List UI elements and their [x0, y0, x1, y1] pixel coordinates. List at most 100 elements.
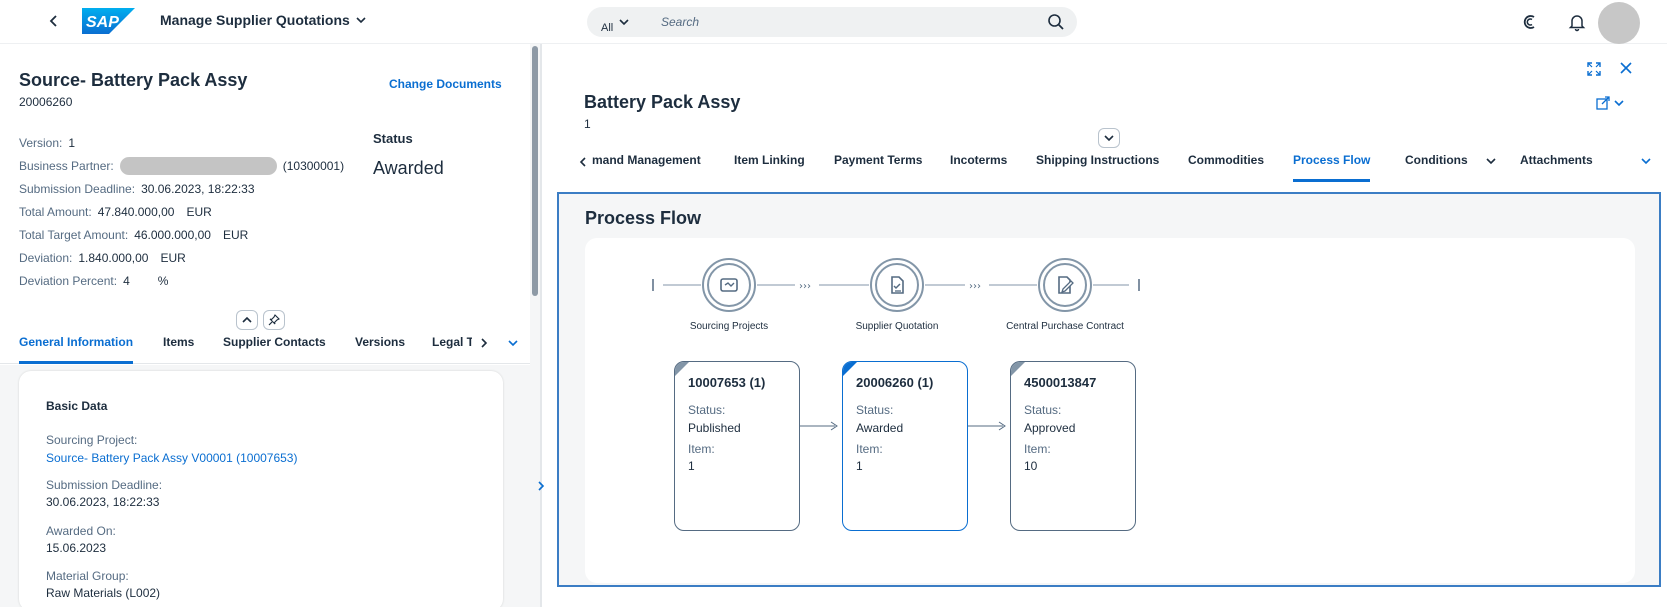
document-node-sourcing-project[interactable]: 10007653 (1) Status: Published Item: 1 — [674, 361, 800, 531]
change-documents-link[interactable]: Change Documents — [389, 77, 502, 91]
search-icon[interactable] — [1047, 13, 1065, 31]
attr-value: 46.000.000,00 — [134, 227, 211, 242]
sourcing-project-icon — [720, 278, 738, 292]
process-flow-section: Process Flow ››› ››› — [557, 192, 1661, 587]
search-scope-value: All — [601, 22, 614, 34]
chevron-down-icon[interactable] — [508, 338, 518, 348]
chevron-down-icon[interactable] — [1486, 156, 1496, 166]
document-node-purchase-contract[interactable]: 4500013847 Status: Approved Item: 10 — [1010, 361, 1136, 531]
chevron-down-icon — [1104, 135, 1114, 142]
attr-value: 1 — [68, 135, 76, 150]
bell-icon[interactable] — [1567, 12, 1587, 32]
tab-demand-management[interactable]: mand Management — [592, 153, 701, 167]
tab-payment-terms[interactable]: Payment Terms — [834, 153, 923, 167]
status-label: Status — [373, 131, 413, 146]
chevron-left-icon — [49, 15, 57, 27]
attr-label: Deviation: — [19, 250, 73, 265]
attr-label: Total Target Amount: — [19, 227, 129, 242]
attr-label: Deviation Percent: — [19, 273, 118, 288]
tab-legal[interactable]: Legal T — [432, 335, 472, 349]
document-id: 10007653 (1) — [688, 375, 766, 390]
item-label: Item: — [1024, 442, 1051, 456]
attr-label: Submission Deadline: — [19, 181, 136, 196]
joule-copilot-icon[interactable] — [1520, 12, 1540, 32]
share-menu-button[interactable] — [1596, 96, 1624, 110]
attr-submission-deadline: Submission Deadline:30.06.2023, 18:22:33 — [19, 177, 344, 200]
attr-label: Total Amount: — [19, 204, 92, 219]
app-title-menu[interactable]: Manage Supplier Quotations — [160, 12, 366, 28]
field-label: Submission Deadline: — [46, 478, 163, 492]
object-subtitle: 20006260 — [19, 95, 73, 109]
lane-sourcing-projects-node[interactable] — [702, 258, 756, 312]
tab-item-linking[interactable]: Item Linking — [734, 153, 805, 167]
search-input[interactable] — [661, 12, 1021, 32]
document-id: 20006260 (1) — [856, 375, 934, 390]
expand-header-button[interactable] — [1098, 128, 1120, 148]
tab-versions[interactable]: Versions — [355, 335, 406, 349]
lane-label: Supplier Quotation — [855, 321, 939, 332]
contract-edit-icon — [1058, 276, 1074, 294]
chevron-right-icon[interactable] — [479, 338, 489, 348]
chevron-left-icon[interactable] — [578, 157, 588, 167]
status-value: Approved — [1024, 421, 1076, 435]
basic-data-card: Basic Data Sourcing Project: Source- Bat… — [19, 371, 503, 607]
tab-shipping-instructions[interactable]: Shipping Instructions — [1036, 153, 1160, 167]
close-icon[interactable] — [1620, 62, 1632, 74]
pin-header-button[interactable] — [263, 310, 285, 330]
shell-bar: SAP Manage Supplier Quotations All — [0, 0, 1667, 44]
item-value: 1 — [688, 459, 695, 473]
attr-value: (10300001) — [282, 158, 345, 173]
node-corner — [675, 362, 689, 376]
attr-unit: % — [157, 273, 169, 288]
tab-incoterms[interactable]: Incoterms — [950, 153, 1008, 167]
attr-currency: EUR — [222, 227, 249, 242]
node-corner — [843, 362, 857, 376]
sap-logo[interactable]: SAP — [82, 8, 135, 34]
tab-commodities[interactable]: Commodities — [1188, 153, 1265, 167]
tab-supplier-contacts[interactable]: Supplier Contacts — [223, 335, 326, 349]
chevron-right-icon — [538, 481, 545, 491]
object-title: Source- Battery Pack Assy — [19, 70, 248, 90]
lane-central-purchase-contract-node[interactable] — [1038, 258, 1092, 312]
scrollbar-thumb[interactable] — [532, 46, 538, 296]
chevron-down-icon[interactable] — [1641, 156, 1651, 166]
header-attributes: Version:1 Business Partner:(10300001) Su… — [19, 131, 344, 292]
process-flow-card: ››› ››› Sourcing Projects Supplier — [585, 238, 1635, 583]
item-label: Item: — [856, 442, 883, 456]
object-title: Battery Pack Assy — [584, 92, 741, 112]
left-scrollbar[interactable] — [530, 44, 540, 607]
attr-value: 47.840.000,00 — [97, 204, 175, 219]
back-button[interactable] — [44, 11, 64, 31]
status-value: Published — [688, 421, 741, 435]
tab-attachments[interactable]: Attachments — [1520, 153, 1593, 167]
avatar[interactable] — [1598, 2, 1640, 44]
tab-general-information[interactable]: General Information — [19, 331, 134, 364]
tab-process-flow[interactable]: Process Flow — [1293, 149, 1371, 182]
lane-label: Central Purchase Contract — [1006, 321, 1124, 332]
share-icon — [1596, 96, 1610, 110]
attr-currency: EUR — [186, 204, 212, 219]
tab-conditions[interactable]: Conditions — [1405, 153, 1468, 167]
tab-items[interactable]: Items — [163, 335, 195, 349]
attr-deviation-percent: Deviation Percent:4% — [19, 269, 344, 292]
collapse-header-button[interactable] — [236, 310, 258, 330]
expand-column-handle[interactable] — [534, 480, 548, 496]
object-page-left: Source- Battery Pack Assy 20006260 Chang… — [0, 44, 540, 607]
sourcing-project-link[interactable]: Source- Battery Pack Assy V00001 (100076… — [46, 451, 298, 465]
attr-label: Business Partner: — [19, 158, 114, 173]
field-label: Material Group: — [46, 569, 129, 583]
left-tab-bar: General Information Items Supplier Conta… — [0, 331, 530, 364]
lane-supplier-quotation-node[interactable] — [870, 258, 924, 312]
chevron-down-icon — [356, 17, 366, 24]
search-scope-select[interactable]: All — [601, 7, 629, 37]
field-label: Sourcing Project: — [46, 433, 138, 447]
search-field: All — [587, 7, 1077, 37]
document-node-supplier-quotation[interactable]: 20006260 (1) Status: Awarded Item: 1 — [842, 361, 968, 531]
pin-icon — [268, 314, 280, 326]
quotation-icon — [891, 276, 904, 294]
fullscreen-icon[interactable] — [1587, 62, 1601, 76]
app-title: Manage Supplier Quotations — [160, 12, 350, 28]
column-divider[interactable] — [538, 44, 545, 607]
field-label: Awarded On: — [46, 524, 116, 538]
chevron-down-icon — [1614, 100, 1624, 107]
